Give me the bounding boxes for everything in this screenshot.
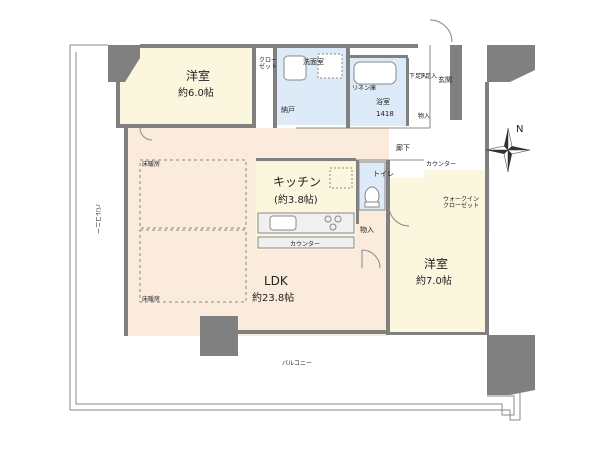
stove-burner-3 [329, 223, 337, 231]
walkin-closet-floor [424, 170, 490, 232]
ldk-name: LDK [264, 274, 289, 288]
washer-pan [317, 53, 343, 79]
wall-left-room1 [116, 48, 120, 128]
counter-hall-label: カウンター [426, 160, 456, 168]
wall-closet-right [273, 48, 277, 128]
kitchen-floor [256, 162, 356, 250]
bathroom-name: 浴室 [376, 97, 390, 106]
counter-kitchen-label: カウンター [290, 240, 320, 248]
bathroom-size: 1418 [376, 110, 394, 118]
western-room-1-size: 約6.0帖 [178, 86, 214, 99]
compass-north-label: N [516, 124, 523, 135]
shoe-closet-label: 下足入 [409, 73, 427, 80]
wall-top-right-column [487, 45, 535, 82]
walls [108, 44, 535, 395]
ldk-size: 約23.8帖 [252, 291, 294, 304]
hallway-label: 廊下 [396, 143, 410, 152]
wall-top [140, 44, 418, 48]
compass-icon: N [485, 124, 531, 173]
bath-fixtures [283, 53, 397, 85]
wall-entrance-right [450, 45, 462, 120]
bathtub [353, 61, 397, 85]
room-labels: 洋室 約6.0帖 クローゼット 洗面室 リネン庫 浴室 1418 納戸 下足入 … [94, 57, 479, 367]
wall-room1-bottom [120, 124, 255, 128]
kitchen-name: キッチン [273, 175, 321, 189]
floor-heating-label-1: 床暖房 [142, 160, 160, 168]
kitchen-size: (約3.8帖) [274, 193, 318, 206]
shoe-closet-label-2: 下足入 [419, 73, 437, 80]
floor-areas [120, 47, 490, 336]
kitchen-fixtures [257, 167, 355, 249]
stove-burner-2 [334, 215, 342, 223]
wall-right [485, 82, 489, 170]
toilet-label: トイレ [373, 170, 394, 178]
closet-label: クローゼット [259, 57, 277, 71]
storage-nando-label: 納戸 [281, 105, 295, 114]
kitchen-sink [269, 215, 297, 231]
toilet-tank [364, 201, 380, 208]
wall-bath-top [350, 55, 408, 58]
toilet-fixtures [358, 161, 386, 211]
kitchen-fridge-space [329, 167, 353, 189]
wall-bottom-right-column [487, 335, 535, 395]
stove-burner-1 [324, 215, 332, 223]
wall-bottom-column [200, 316, 238, 356]
walkin-label: ウォークインクローゼット [443, 195, 479, 210]
western-room-1-name: 洋室 [186, 68, 210, 83]
door-swings [139, 19, 453, 269]
entrance-label: 玄関 [438, 75, 452, 84]
linen-label: リネン庫 [352, 84, 376, 92]
wall-room1-right [252, 48, 256, 128]
washroom-label: 洗面室 [303, 57, 324, 66]
wall-room2-right [485, 170, 489, 335]
balcony-bottom-label: バルコニー [282, 360, 312, 367]
storage-kitchen-label: 物入 [360, 225, 374, 234]
wall-ldk-bottom [238, 330, 388, 334]
kitchen-counter-bar [257, 236, 355, 249]
wall-wash-right [346, 48, 350, 128]
wall-kitchen-top [256, 158, 356, 161]
western-room-1-floor [120, 47, 252, 127]
wall-bath-right [406, 58, 409, 126]
wash-basin [283, 55, 307, 81]
storage-mono-label: 物入 [418, 112, 430, 120]
balcony-left-label: バルコニー [94, 204, 101, 234]
western-room-2-name: 洋室 [424, 256, 448, 271]
wall-ldk-left [124, 128, 128, 336]
floor-heating-zones [139, 159, 247, 303]
wall-toilet-left [356, 160, 359, 224]
wall-ldk-right [386, 160, 390, 335]
wall-room2-bottom [390, 332, 485, 335]
floor-heating-label-2: 床暖房 [142, 295, 160, 303]
western-room-2-size: 約7.0帖 [416, 274, 452, 287]
